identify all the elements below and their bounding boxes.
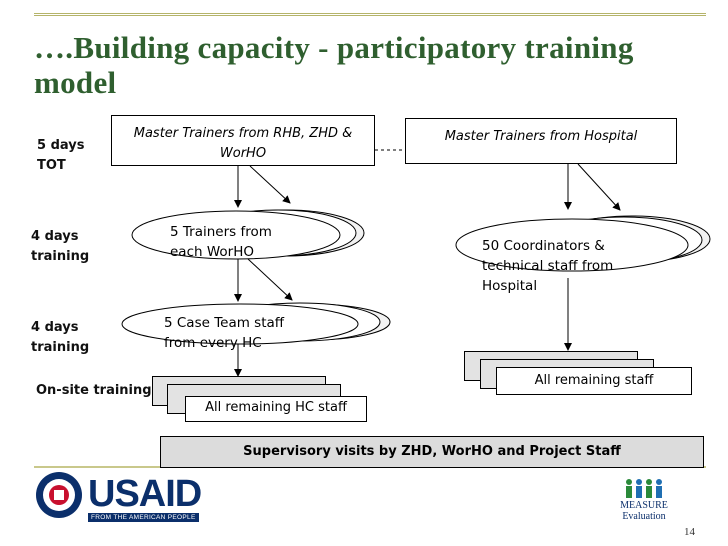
row2-label: 4 days training bbox=[31, 227, 89, 267]
coord-line1: 50 Coordinators & bbox=[482, 238, 605, 254]
top-rule bbox=[34, 13, 706, 16]
master-trainers-rhb-box: Master Trainers from RHB, ZHD & WorHO bbox=[111, 115, 375, 166]
measure-people-icon bbox=[620, 478, 668, 500]
coord-ellipse-front bbox=[455, 218, 689, 272]
caseteam-line2: from every HC bbox=[164, 335, 262, 351]
page-number: 14 bbox=[684, 526, 695, 538]
row3-days-text: 4 days bbox=[31, 320, 79, 335]
trainers-ellipse-front bbox=[131, 210, 341, 260]
master-rhb-line1: Master Trainers from RHB, ZHD & bbox=[133, 126, 353, 141]
usaid-wordmark: USAID bbox=[88, 473, 202, 515]
measure-line1: MEASURE bbox=[620, 500, 668, 511]
caseteam-ellipse-text: 5 Case Team staff from every HC bbox=[164, 313, 284, 353]
remaining-hc-staff-card: All remaining HC staff bbox=[185, 396, 367, 422]
measure-logo-text: MEASURE Evaluation bbox=[610, 500, 678, 522]
title-line-1: ….Building capacity - participatory trai… bbox=[34, 30, 634, 65]
arrow-hospital-to-coord-diag bbox=[577, 163, 621, 211]
arrow-master-to-trainers-diag bbox=[249, 165, 291, 204]
trainers-line2: each WorHO bbox=[170, 244, 254, 260]
row2-days-text: 4 days bbox=[31, 229, 79, 244]
title-line-2: model bbox=[34, 65, 117, 100]
trainers-ellipse-text: 5 Trainers from each WorHO bbox=[170, 222, 272, 262]
coord-line3: Hospital bbox=[482, 278, 538, 294]
trainers-line1: 5 Trainers from bbox=[170, 224, 272, 240]
supervisory-visits-bar: Supervisory visits by ZHD, WorHO and Pro… bbox=[160, 436, 704, 468]
tot-text: TOT bbox=[37, 158, 66, 173]
usaid-tagline: FROM THE AMERICAN PEOPLE bbox=[88, 513, 199, 522]
arrow-trainers-to-caseteam-diag bbox=[247, 258, 293, 301]
caseteam-ellipse-front bbox=[121, 303, 359, 345]
remaining-staff-card: All remaining staff bbox=[496, 367, 692, 395]
slide-title: ….Building capacity - participatory trai… bbox=[34, 30, 724, 100]
master-hospital-text: Master Trainers from Hospital bbox=[444, 129, 638, 144]
usaid-seal-icon bbox=[36, 472, 82, 518]
coord-line2: technical staff from bbox=[482, 258, 614, 274]
measure-line2: Evaluation bbox=[622, 511, 666, 522]
tot-days-text: 5 days bbox=[37, 138, 85, 153]
tot-label: 5 days TOT bbox=[37, 136, 84, 176]
master-rhb-line2: WorHO bbox=[219, 146, 267, 161]
row3-training-text: training bbox=[31, 340, 90, 355]
coord-ellipse-text: 50 Coordinators & technical staff from H… bbox=[482, 236, 613, 296]
caseteam-line1: 5 Case Team staff bbox=[164, 315, 285, 331]
onsite-label: On-site training bbox=[36, 383, 152, 398]
row3-label: 4 days training bbox=[31, 318, 89, 358]
master-trainers-hospital-box: Master Trainers from Hospital bbox=[405, 118, 677, 164]
row2-training-text: training bbox=[31, 249, 90, 264]
